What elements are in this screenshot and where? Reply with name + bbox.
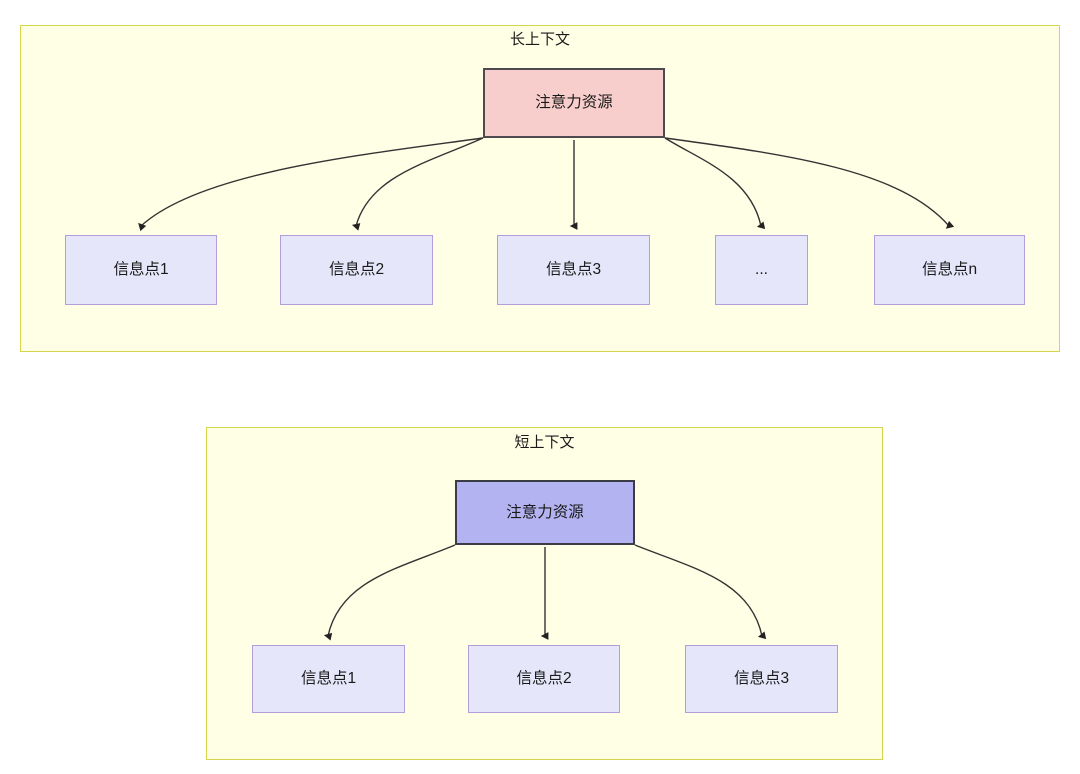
node-long-info-ellipsis[interactable]: ...: [715, 235, 808, 305]
node-long-attention-resource[interactable]: 注意力资源: [483, 68, 665, 138]
node-long-info-2[interactable]: 信息点2: [280, 235, 433, 305]
node-long-info-3[interactable]: 信息点3: [497, 235, 650, 305]
node-short-attention-resource[interactable]: 注意力资源: [455, 480, 635, 545]
node-long-info-1[interactable]: 信息点1: [65, 235, 217, 305]
node-short-info-2[interactable]: 信息点2: [468, 645, 620, 713]
group-short-context-title: 短上下文: [514, 434, 575, 451]
group-long-context-title: 长上下文: [509, 31, 570, 48]
node-short-info-1[interactable]: 信息点1: [252, 645, 405, 713]
node-short-info-3[interactable]: 信息点3: [685, 645, 838, 713]
node-long-info-n[interactable]: 信息点n: [874, 235, 1025, 305]
